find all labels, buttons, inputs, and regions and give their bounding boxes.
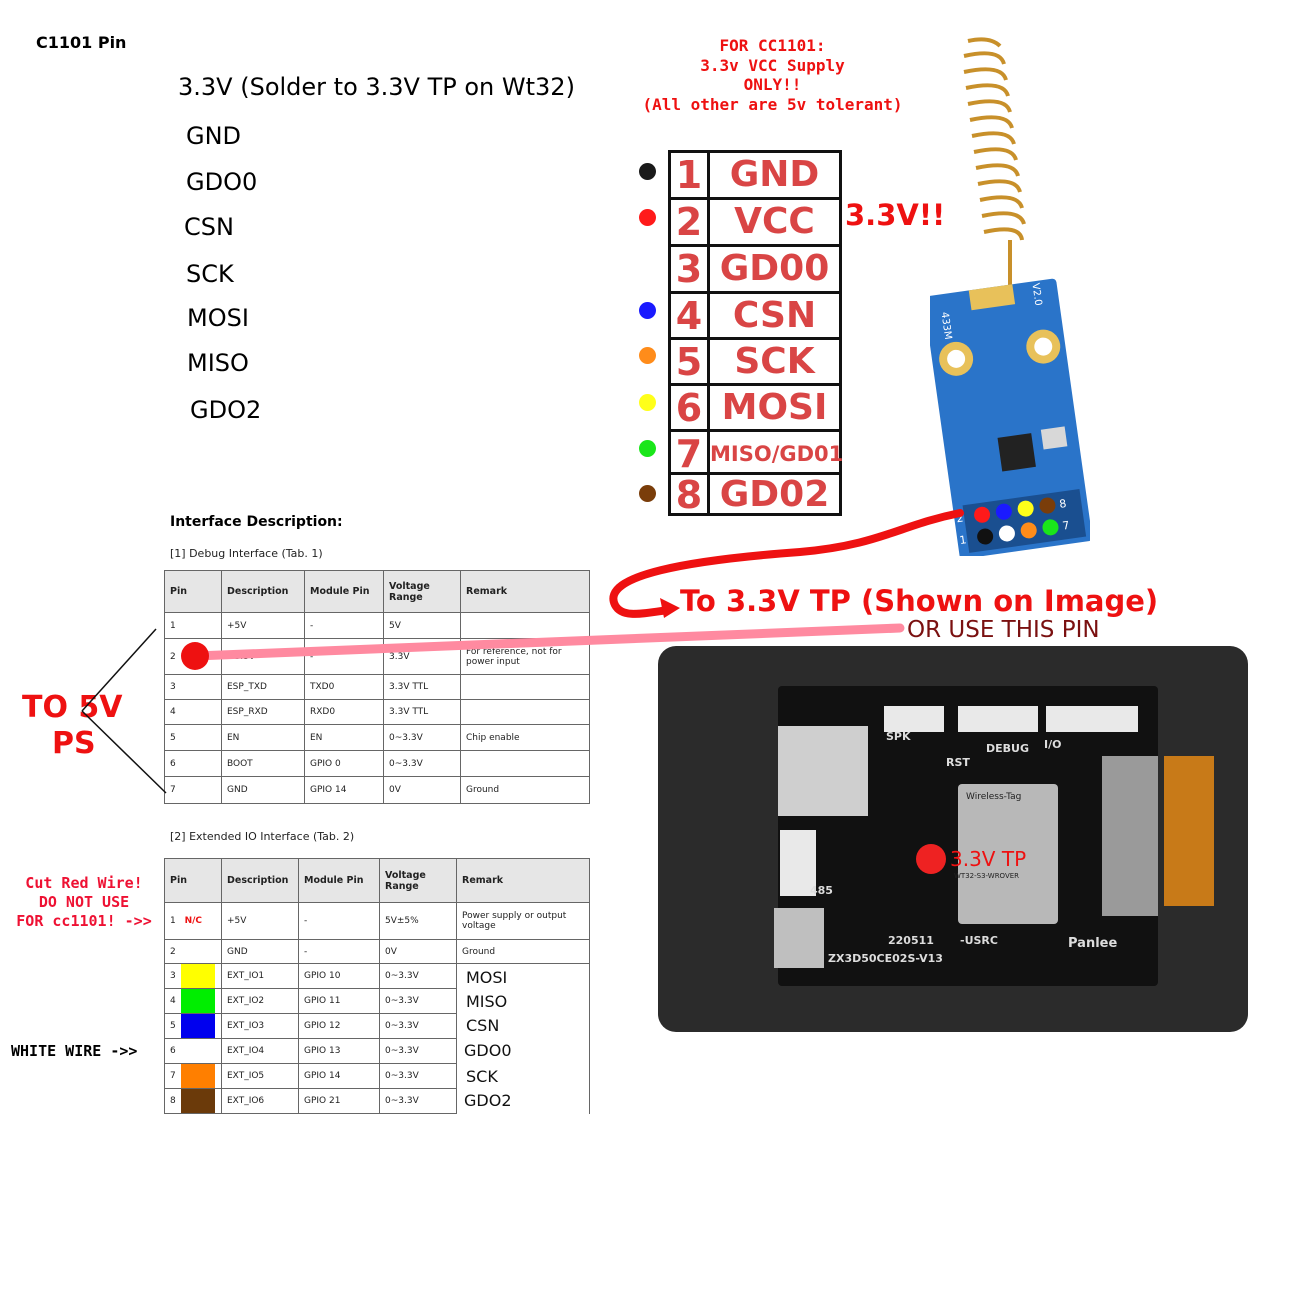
to-3v3-tp-label: To 3.3V TP (Shown on Image) (680, 584, 1158, 618)
arrow-head-icon (660, 598, 680, 618)
alt-pin-wire (196, 628, 900, 656)
debug-3v3-pin-marker (181, 642, 209, 670)
or-use-pin-label: OR USE THIS PIN (907, 617, 1100, 643)
